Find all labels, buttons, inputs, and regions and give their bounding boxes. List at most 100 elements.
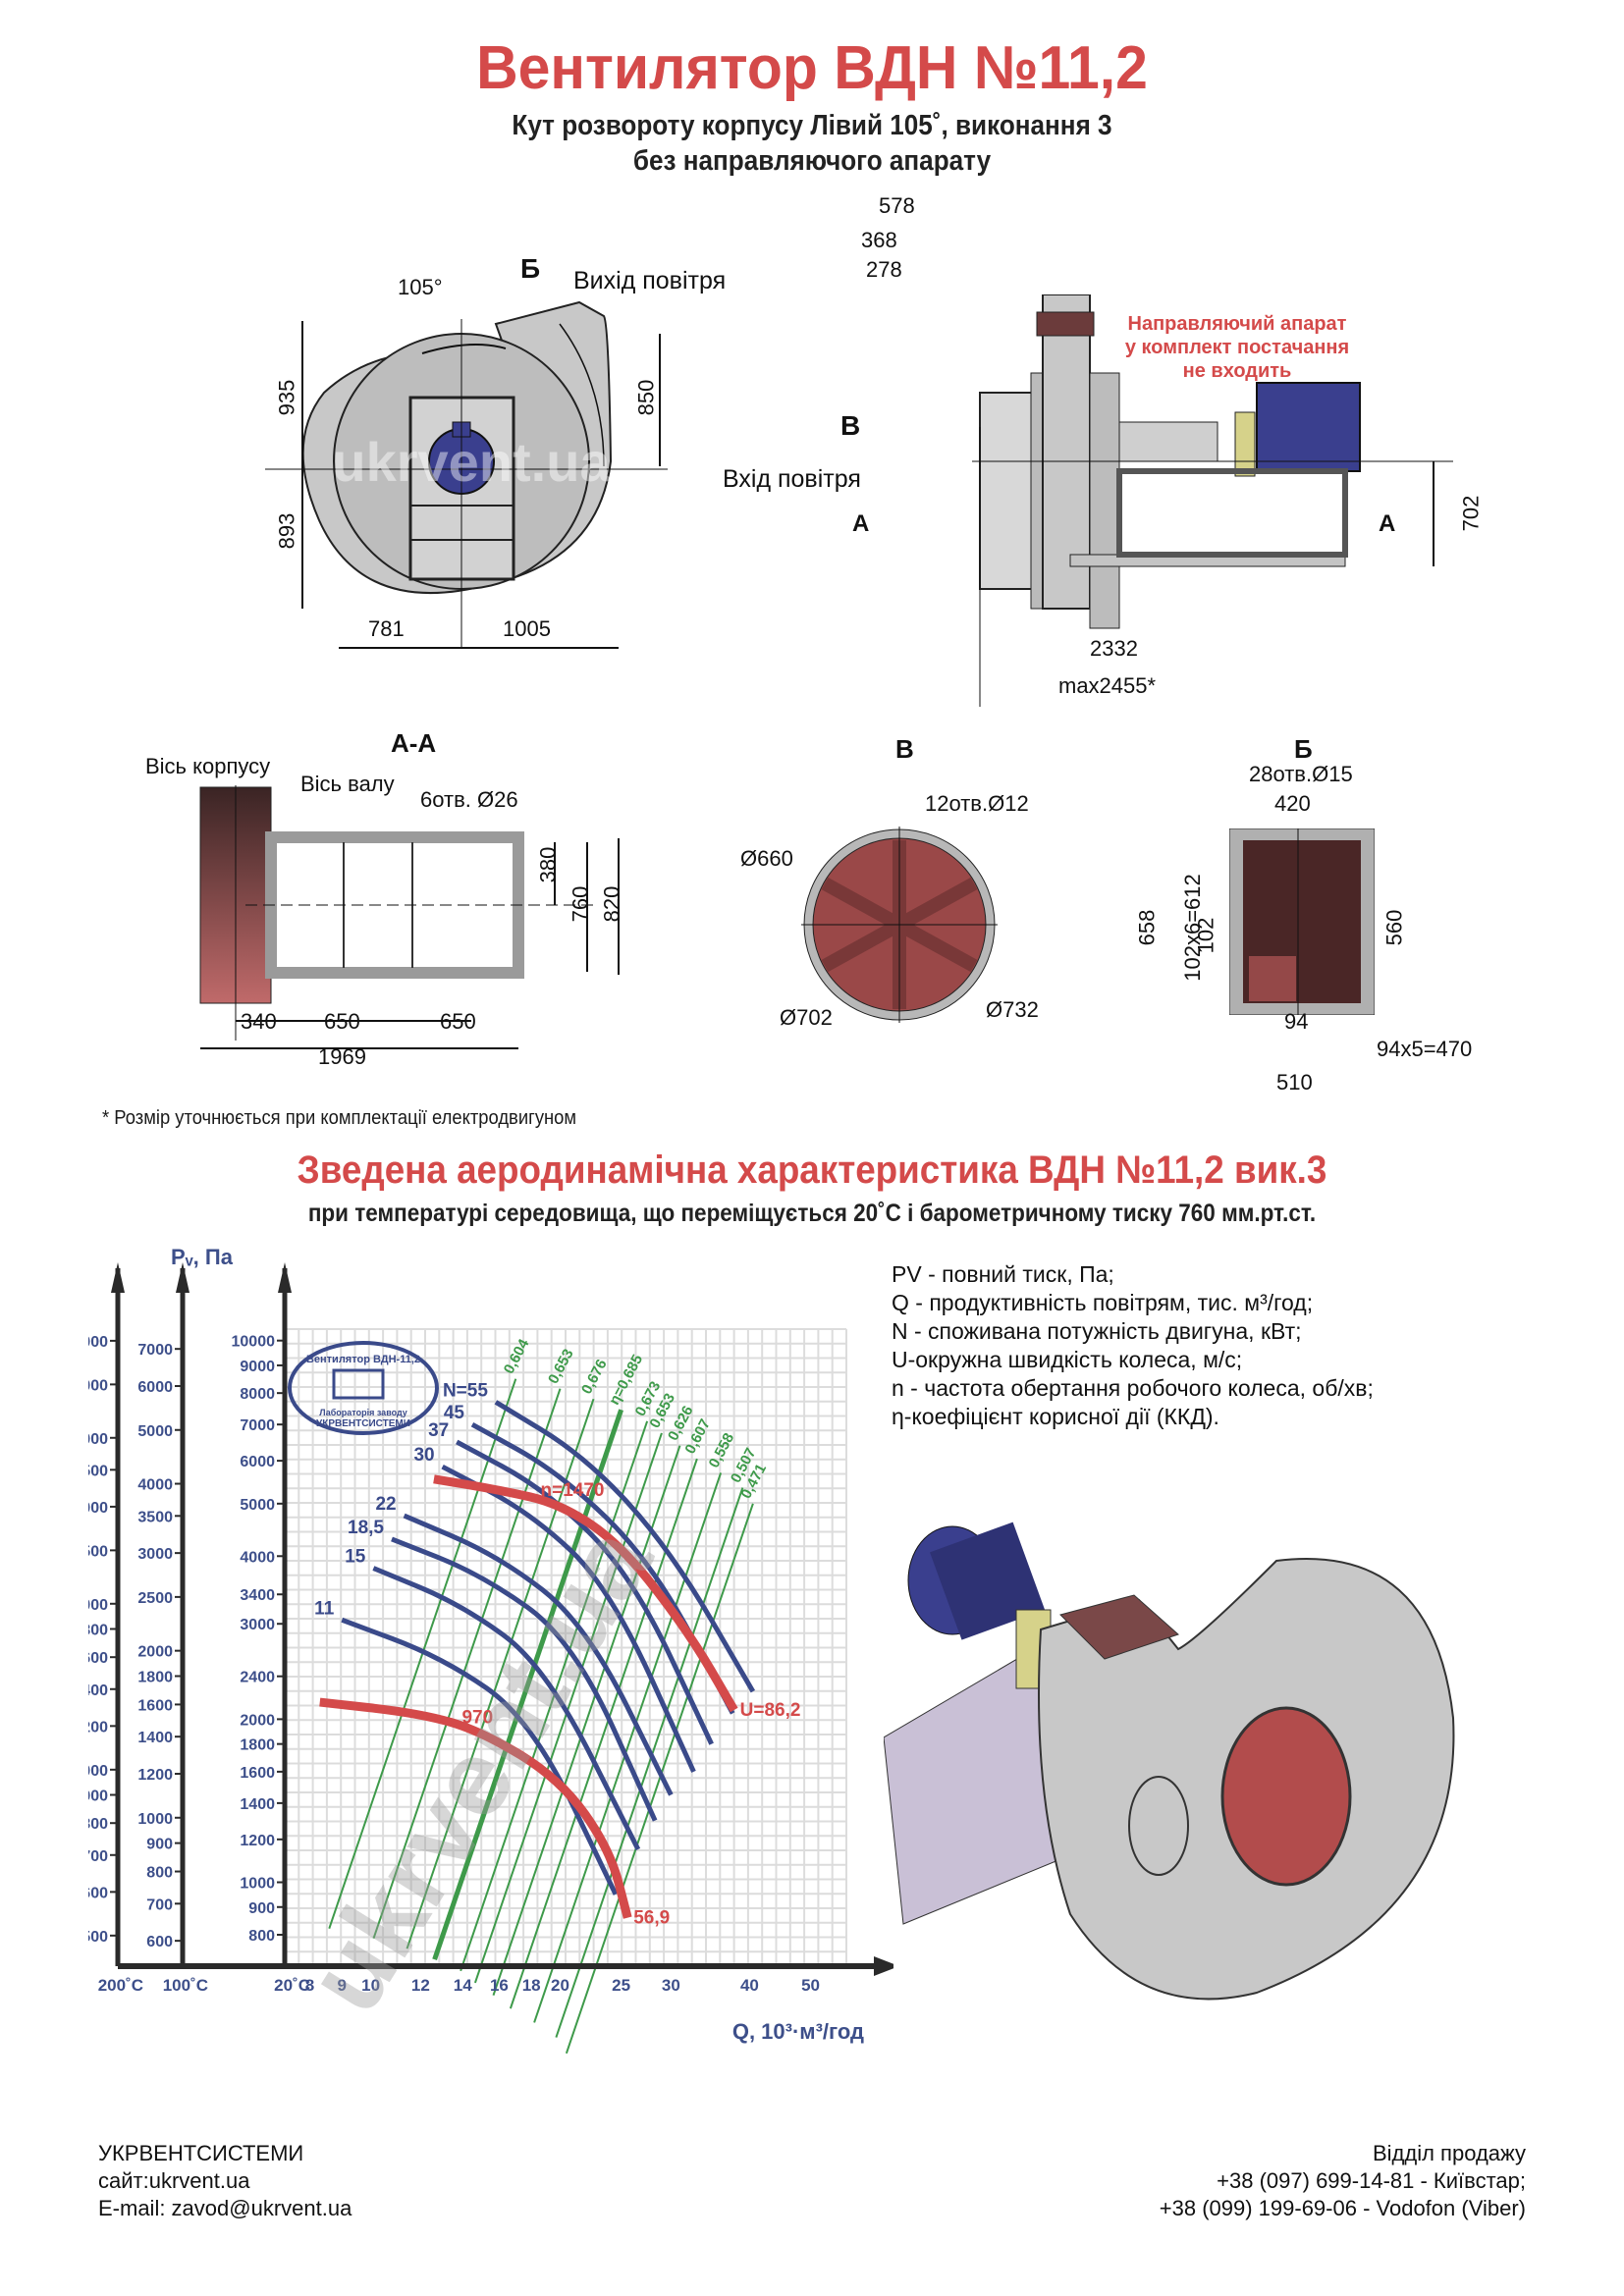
dim-760: 760	[568, 885, 593, 923]
chart-section-subtitle: при температурі середовища, що переміщує…	[307, 1200, 1317, 1227]
y-tick-label: 5000	[88, 1377, 108, 1394]
y-tick-label: 7000	[240, 1417, 275, 1434]
efficiency-line	[533, 1472, 723, 2023]
x-tick-label: 18	[522, 1976, 541, 1995]
power-curve	[341, 1617, 619, 1896]
dim-angle: 105°	[398, 275, 443, 299]
watermark: ukrvent.ua	[332, 431, 611, 493]
lab-stamp	[288, 1341, 439, 1435]
rpm-curve	[319, 1697, 632, 1919]
company-email[interactable]: E-mail: zavod@ukrvent.ua	[98, 2196, 352, 2220]
dim-658: 658	[1134, 909, 1160, 946]
y-tick-label: 9000	[240, 1359, 275, 1375]
stamp-text-bottom: УКРВЕНТСИСТЕМИ	[316, 1418, 410, 1429]
y-axis-title: Pᵥ, Па	[171, 1245, 234, 1269]
y-tick-label: 10000	[232, 1334, 276, 1351]
y-tick-label: 2000	[240, 1712, 275, 1729]
stamp-text-top: Вентилятор ВДН-11,2	[306, 1354, 420, 1365]
x-tick-label: 8	[305, 1976, 314, 1995]
power-curve	[494, 1400, 756, 1693]
power-curve-label: 22	[375, 1494, 396, 1515]
air-inlet-label: Вхід повітря	[723, 465, 861, 493]
y-tick-label: 1000	[88, 1763, 108, 1780]
power-curve-label: 37	[428, 1420, 449, 1441]
dim-d660: Ø660	[740, 846, 793, 871]
company-site[interactable]: сайт:ukrvent.ua	[98, 2168, 250, 2193]
section-aa-drawing	[187, 785, 658, 1080]
power-curve-label: 11	[314, 1598, 335, 1619]
motor	[1256, 382, 1361, 472]
y-tick-label: 600	[146, 1934, 173, 1950]
power-curve	[470, 1421, 735, 1715]
section-b-svg	[1228, 828, 1376, 1016]
x-axis-arrow	[874, 1956, 899, 1976]
section-a-left-marker: А	[852, 510, 870, 537]
page-subtitle-1: Кут розвороту корпусу Лівий 105˚, викона…	[512, 110, 1112, 141]
stamp-fan-icon	[332, 1368, 385, 1400]
power-curve-label: N=55	[443, 1380, 488, 1401]
x-tick-label: 40	[740, 1976, 759, 1995]
efficiency-line	[473, 1432, 663, 1984]
footer-sales: Відділ продажу +38 (097) 699-14-81 - Киї…	[1160, 2140, 1526, 2222]
y-tick-label: 4000	[88, 1431, 108, 1448]
y-tick-label: 700	[146, 1896, 173, 1913]
y-tick-label: 2000	[88, 1597, 108, 1614]
power-curve-label: 18,5	[348, 1518, 384, 1538]
y-tick-label: 7000	[137, 1342, 173, 1359]
dim-278: 278	[866, 257, 902, 282]
power-curve	[372, 1566, 641, 1851]
section-a-right-marker: А	[1379, 510, 1396, 537]
shaft-axis-label: Вісь валу	[300, 772, 395, 796]
bearing-housing	[1118, 421, 1218, 462]
y-axis-arrow	[176, 1262, 189, 1293]
dim-368: 368	[861, 228, 897, 252]
y-tick-label: 8000	[240, 1386, 275, 1403]
y-tick-label: 4000	[137, 1477, 173, 1494]
dim-560: 560	[1381, 909, 1407, 946]
dim-820: 820	[599, 885, 624, 923]
outlet-flange	[1036, 311, 1095, 337]
chart-legend: PV - повний тиск, Па; Q - продуктивність…	[892, 1260, 1374, 1431]
dim-578: 578	[879, 193, 915, 218]
page-title: Вентилятор ВДН №11,2	[476, 34, 1148, 102]
y-tick-label: 6000	[240, 1454, 275, 1470]
inlet-3d	[1220, 1706, 1352, 1887]
y-tick-label: 2000	[137, 1644, 173, 1661]
front-view-drawing: ukrvent.ua	[255, 245, 766, 658]
x-tick-label: 9	[338, 1976, 347, 1995]
outlet-3d	[1059, 1594, 1179, 1660]
y-tick-label: 600	[88, 1885, 108, 1901]
y-tick-label: 500	[88, 1929, 108, 1946]
power-curve-label: 15	[345, 1547, 366, 1568]
y-tick-label: 3500	[137, 1509, 173, 1525]
y-tick-label: 800	[88, 1816, 108, 1833]
sales-phone-2[interactable]: +38 (099) 199-69-06 - Vodofon (Viber)	[1159, 2196, 1526, 2220]
sales-phone-1[interactable]: +38 (097) 699-14-81 - Київстар;	[1217, 2168, 1526, 2193]
y-tick-label: 5000	[240, 1497, 275, 1514]
dim-1005: 1005	[503, 616, 551, 641]
sales-title: Відділ продажу	[1372, 2141, 1526, 2165]
y-tick-label: 1600	[88, 1650, 108, 1667]
dim-850: 850	[633, 379, 659, 416]
legend-n: N - споживана потужність двигуна, кВт;	[892, 1318, 1302, 1344]
y-tick-label: 700	[88, 1848, 108, 1865]
y-tick-label: 1200	[88, 1719, 108, 1735]
efficiency-line	[555, 1487, 744, 2038]
y-tick-label: 6000	[88, 1334, 108, 1351]
x-tick-label: 50	[801, 1976, 820, 1995]
y-axis-arrow	[278, 1262, 292, 1293]
chart-section-title: Зведена аеродинамічна характеристика ВДН…	[297, 1148, 1327, 1192]
side-view-drawing	[844, 294, 1512, 707]
x-tick-label: 14	[454, 1976, 472, 1995]
company-name: УКРВЕНТСИСТЕМИ	[98, 2141, 304, 2165]
y-tick-label: 1200	[137, 1767, 173, 1784]
rpm-curve-label: 970	[461, 1708, 493, 1729]
x-tick-label: 10	[361, 1976, 380, 1995]
y-tick-label: 2500	[88, 1543, 108, 1560]
y-tick-label: 1000	[240, 1876, 275, 1893]
efficiency-line	[565, 1503, 754, 2055]
y-tick-label: 1600	[137, 1697, 173, 1714]
holes-label-28x15: 28отв.Ø15	[1249, 762, 1353, 786]
dim-470: 94x5=470	[1377, 1037, 1473, 1061]
